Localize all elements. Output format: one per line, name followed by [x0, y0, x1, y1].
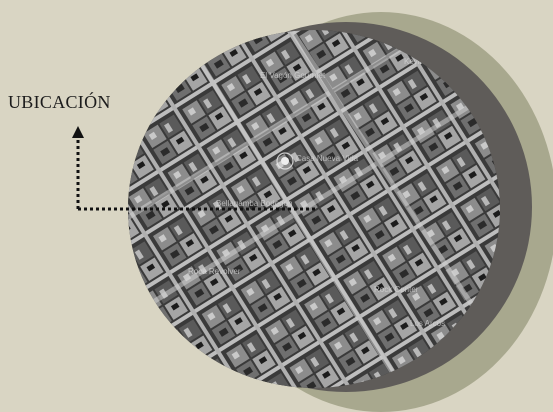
map-label: Bellagamba Bodegón [216, 199, 293, 208]
map-image: El Vagón Gourmet Kevin Bacon Casa Nueva … [128, 30, 500, 388]
location-pin-icon [281, 157, 289, 165]
satellite-map-circle[interactable]: El Vagón Gourmet Kevin Bacon Casa Nueva … [128, 30, 500, 388]
map-label: El Vagón Gourmet [260, 71, 326, 80]
map-label: Casa Nueva Vida [296, 154, 359, 163]
map-label: Roca Revolver [188, 267, 241, 276]
map-label: Rock Center [374, 285, 419, 294]
arrow-up-icon [72, 126, 84, 138]
location-title: UBICACIÓN [8, 92, 111, 112]
map-label: Los Arcos [410, 319, 445, 328]
